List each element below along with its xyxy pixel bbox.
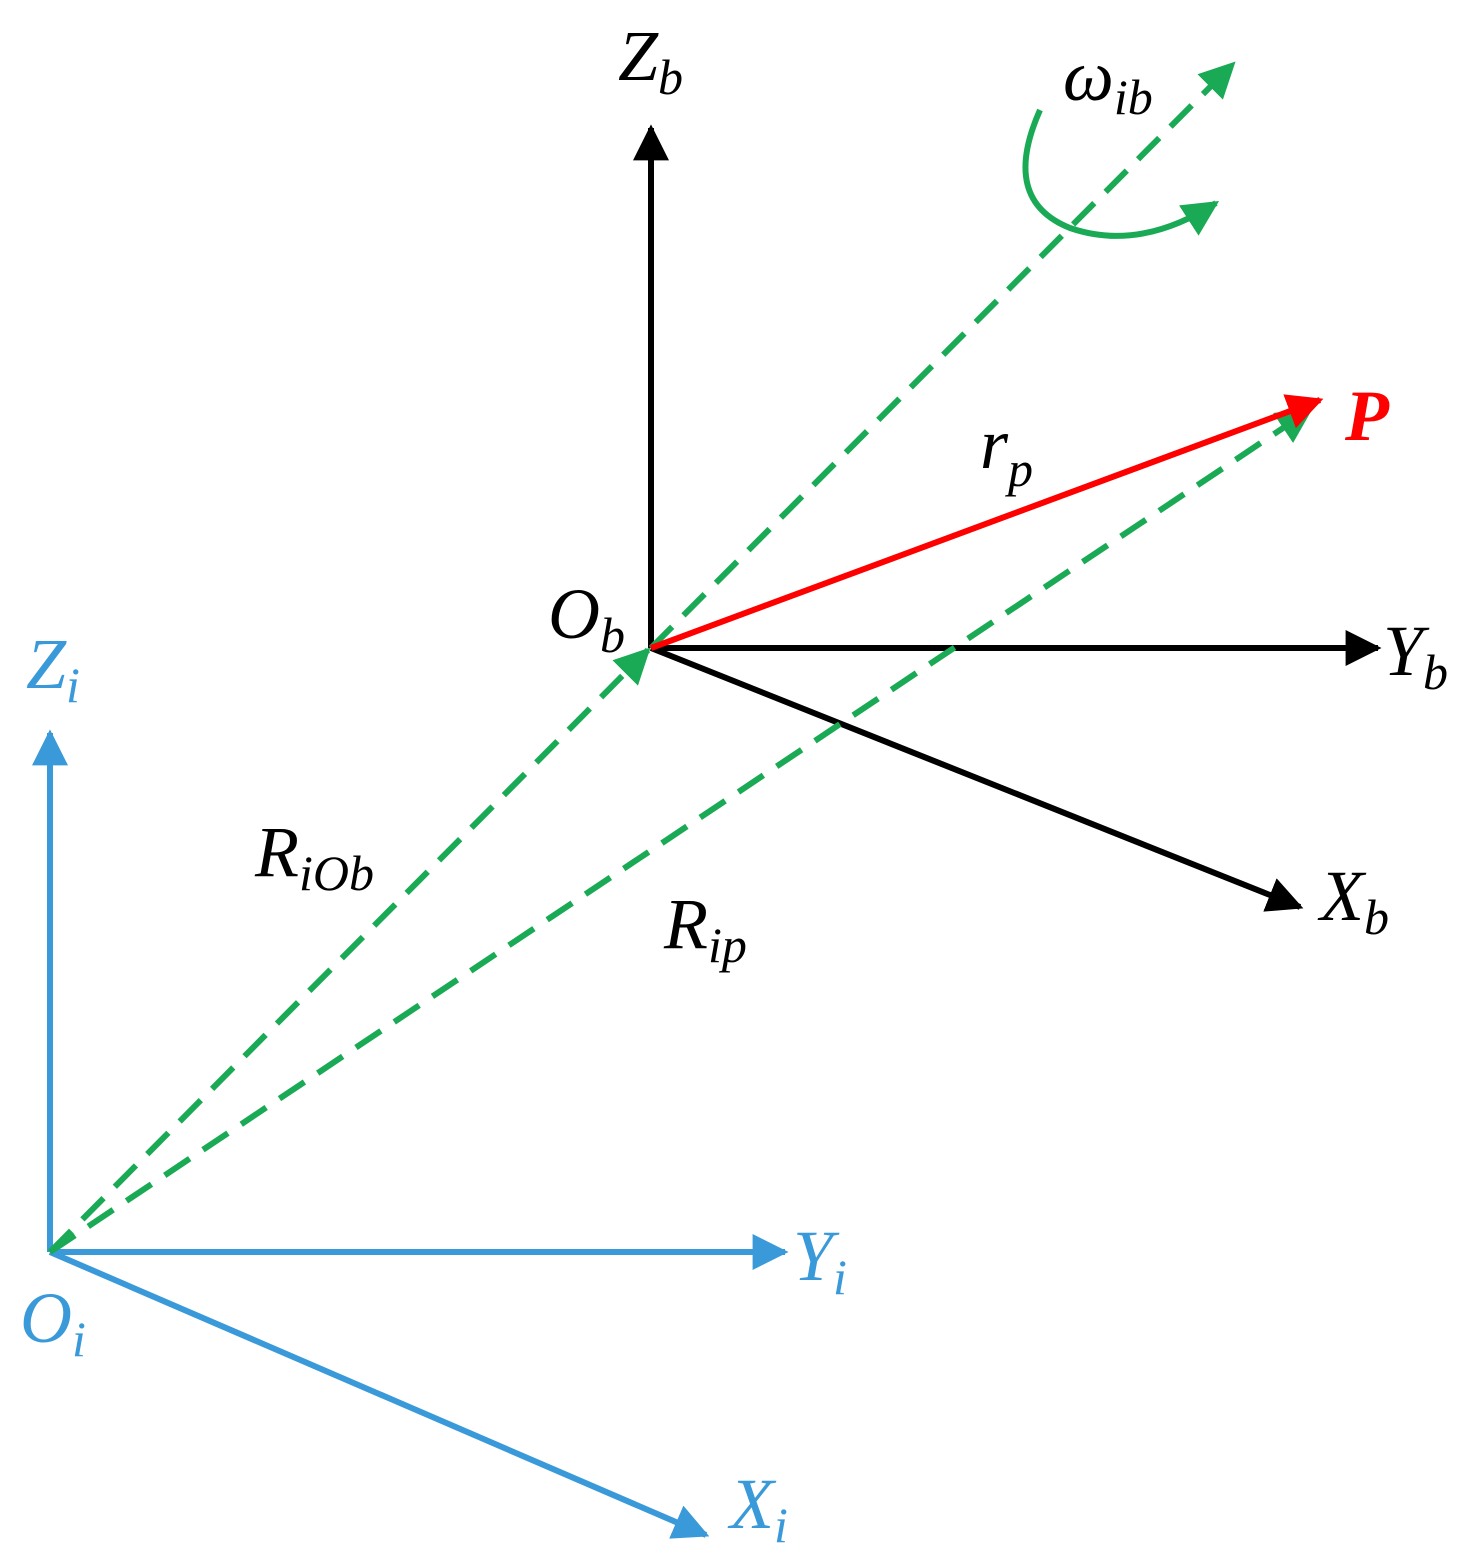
label-x-i: Xi — [727, 1464, 788, 1553]
label-omega-ib: ωib — [1063, 36, 1153, 125]
rotation-arrow-icon — [1022, 108, 1220, 239]
label-r-ip: Rip — [663, 884, 747, 973]
r-iob-vector — [47, 647, 651, 1255]
inertial-x-axis — [48, 1249, 710, 1539]
label-y-i: Yi — [793, 1216, 847, 1305]
label-z-b: Zb — [618, 16, 683, 105]
label-point-p: P — [1344, 376, 1390, 456]
r-ip-vector — [48, 407, 1313, 1255]
label-r-p: rp — [980, 404, 1033, 497]
label-z-i: Zi — [26, 624, 80, 713]
label-r-iob: RiOb — [254, 812, 374, 901]
r-p-vector — [649, 394, 1324, 651]
omega-ib-axis — [648, 61, 1236, 651]
label-o-i: Oi — [20, 1278, 86, 1367]
body-x-axis — [649, 645, 1304, 912]
label-x-b: Xb — [1317, 856, 1389, 945]
label-y-b: Yb — [1383, 611, 1448, 700]
label-o-b: Ob — [548, 574, 625, 663]
